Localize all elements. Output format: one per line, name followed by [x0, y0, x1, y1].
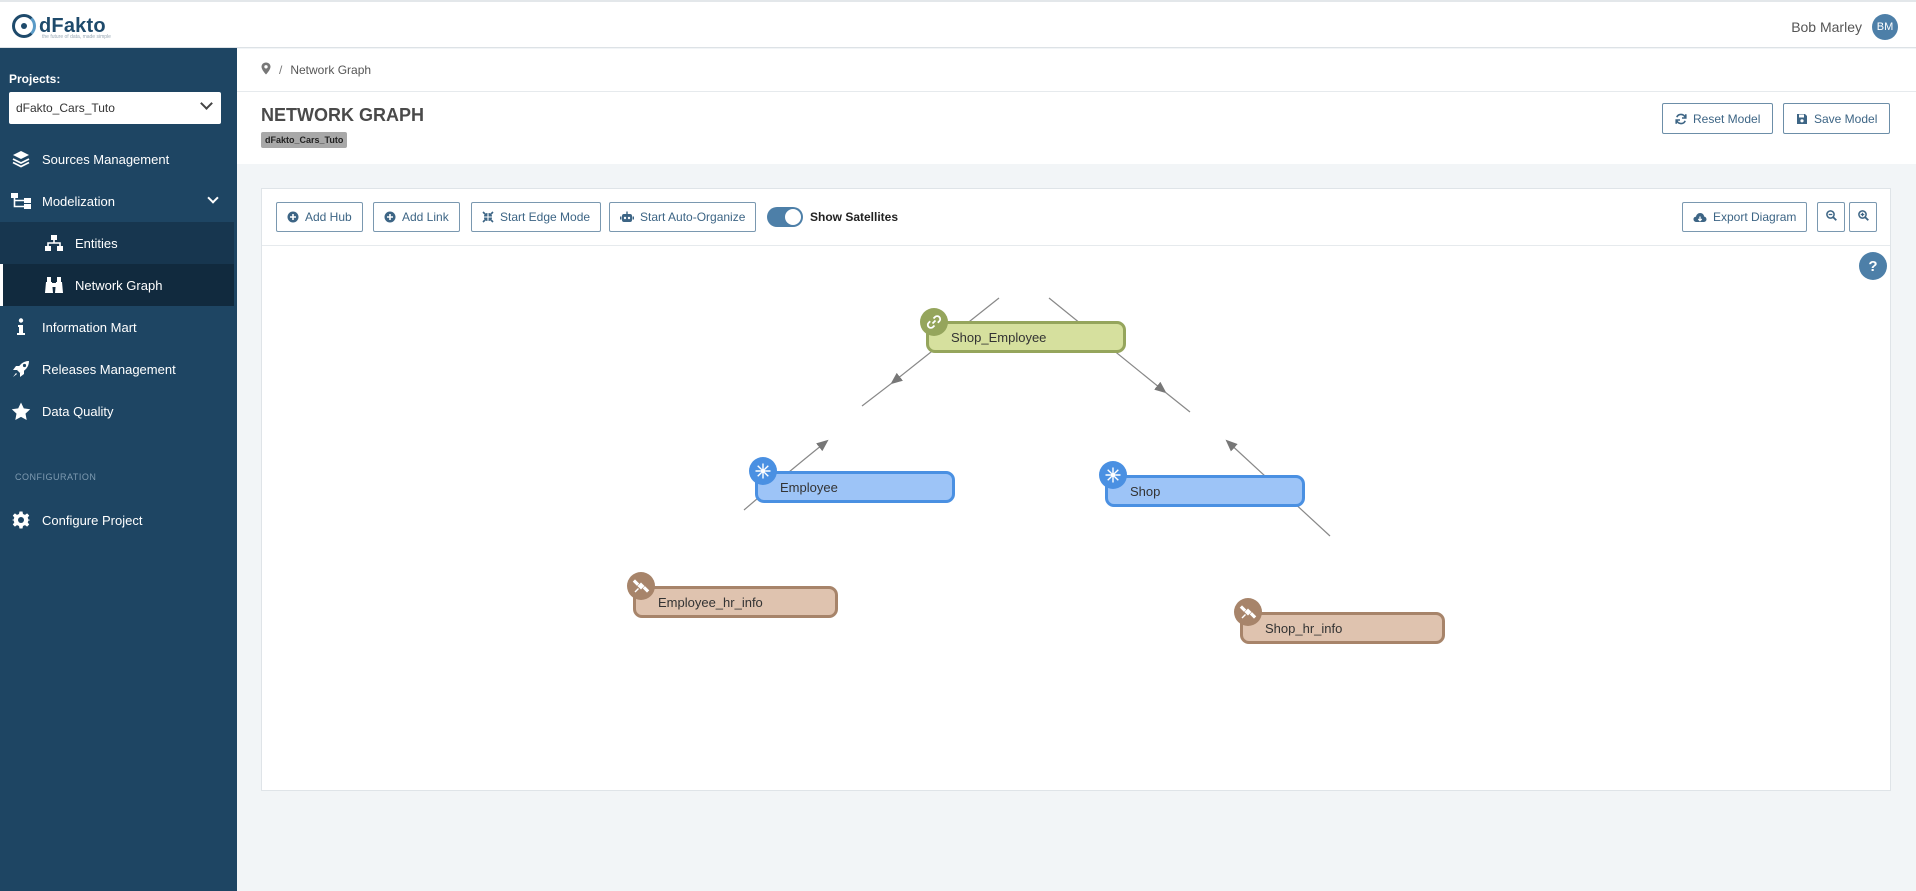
graph-node-employee-hr-info[interactable]: Employee_hr_info: [633, 586, 838, 618]
sidebar-item-label: Configure Project: [42, 512, 143, 528]
start-edge-mode-label: Start Edge Mode: [500, 210, 591, 224]
project-select-value: dFakto_Cars_Tuto: [16, 101, 115, 115]
edge-segment: [861, 382, 893, 407]
graph-toolbar: Add Hub Add Link Start Edge Mode Start A…: [262, 189, 1890, 246]
sidebar-item-sources-management[interactable]: Sources Management: [0, 138, 237, 180]
network-icon: [43, 232, 65, 254]
breadcrumb-separator: /: [279, 63, 283, 77]
zoom-out-icon: [1825, 210, 1837, 224]
zoom-in-button[interactable]: [1849, 202, 1877, 232]
save-model-button[interactable]: Save Model: [1783, 103, 1891, 134]
project-badge: dFakto_Cars_Tuto: [261, 132, 348, 148]
add-hub-label: Add Hub: [305, 210, 352, 224]
plus-circle-icon: [384, 211, 396, 223]
graph-node-shop-hr-info[interactable]: Shop_hr_info: [1240, 612, 1445, 644]
top-header: dFakto the future of data, made simple B…: [0, 0, 1916, 48]
chevron-down-icon: [200, 97, 213, 110]
logo-tagline: the future of data, made simple: [42, 34, 111, 40]
link-icon: [920, 308, 948, 336]
sidebar-item-label: Data Quality: [42, 403, 114, 419]
satellite-icon: [627, 572, 655, 600]
hub-icon: [1099, 461, 1127, 489]
node-label: Employee_hr_info: [658, 594, 763, 610]
page-title: NETWORK GRAPH: [261, 105, 424, 125]
sidebar-item-data-quality[interactable]: Data Quality: [0, 390, 237, 432]
hub-icon: [749, 457, 777, 485]
add-hub-button[interactable]: Add Hub: [276, 202, 363, 232]
sitemap-icon: [10, 190, 32, 212]
user-name: Bob Marley: [1791, 19, 1862, 35]
graph-node-shop-employee[interactable]: Shop_Employee: [926, 321, 1126, 353]
sidebar-item-releases-management[interactable]: Releases Management: [0, 348, 237, 390]
sidebar-item-label: Information Mart: [42, 319, 137, 335]
star-icon: [10, 400, 32, 422]
avatar[interactable]: BM: [1872, 14, 1898, 40]
help-button[interactable]: ?: [1859, 252, 1887, 280]
user-menu[interactable]: Bob Marley BM: [1791, 14, 1898, 40]
projects-label: Projects:: [9, 72, 61, 86]
toggle-knob: [785, 209, 801, 225]
chevron-down-icon: [207, 192, 219, 204]
save-model-label: Save Model: [1814, 111, 1878, 126]
sidebar-item-label: Network Graph: [75, 277, 163, 293]
reset-model-button[interactable]: Reset Model: [1662, 103, 1774, 134]
start-edge-mode-button[interactable]: Start Edge Mode: [471, 202, 602, 232]
rocket-icon: [10, 358, 32, 380]
graph-canvas[interactable]: Shop_Employee Employee Shop Employee_hr_…: [262, 246, 1890, 791]
start-auto-organize-button[interactable]: Start Auto-Organize: [609, 202, 757, 232]
save-icon: [1796, 113, 1808, 125]
node-label: Shop_hr_info: [1265, 620, 1343, 636]
network-graph-panel: Add Hub Add Link Start Edge Mode Start A…: [261, 188, 1891, 791]
zoom-in-icon: [1857, 210, 1869, 224]
compress-arrows-icon: [482, 211, 494, 223]
reset-model-label: Reset Model: [1693, 111, 1761, 126]
show-satellites-toggle[interactable]: [767, 207, 803, 227]
refresh-icon: [1675, 113, 1687, 125]
logo-icon: [12, 14, 36, 38]
project-select[interactable]: dFakto_Cars_Tuto: [9, 92, 221, 124]
configuration-section-label: CONFIGURATION: [15, 472, 97, 482]
export-diagram-label: Export Diagram: [1713, 210, 1797, 224]
sidebar-item-label: Sources Management: [42, 151, 170, 167]
satellite-icon: [1234, 598, 1262, 626]
binoculars-icon: [43, 274, 65, 296]
robot-icon: [620, 211, 634, 223]
sidebar-item-network-graph[interactable]: Network Graph: [0, 264, 234, 306]
node-label: Shop: [1130, 483, 1161, 499]
export-diagram-button[interactable]: Export Diagram: [1682, 202, 1808, 232]
graph-node-shop[interactable]: Shop: [1105, 475, 1305, 507]
show-satellites-label: Show Satellites: [810, 210, 899, 224]
zoom-out-button[interactable]: [1817, 202, 1845, 232]
sidebar-item-modelization[interactable]: Modelization: [0, 180, 237, 222]
breadcrumb: / Network Graph: [237, 49, 1916, 92]
start-auto-organize-label: Start Auto-Organize: [640, 210, 746, 224]
cloud-download-icon: [1693, 212, 1707, 223]
layers-icon: [10, 148, 32, 170]
sidebar-item-label: Entities: [75, 235, 118, 251]
plus-circle-icon: [287, 211, 299, 223]
graph-node-employee[interactable]: Employee: [755, 471, 955, 503]
add-link-label: Add Link: [402, 210, 449, 224]
edge-segment: [1164, 391, 1191, 413]
node-label: Shop_Employee: [951, 329, 1047, 345]
sidebar-item-entities[interactable]: Entities: [0, 222, 234, 264]
sidebar-item-information-mart[interactable]: Information Mart: [0, 306, 237, 348]
node-label: Employee: [780, 479, 838, 495]
breadcrumb-current: Network Graph: [290, 63, 372, 77]
info-icon: [10, 316, 32, 338]
gear-icon: [10, 509, 32, 531]
page-header: NETWORK GRAPH dFakto_Cars_Tuto Reset Mod…: [237, 92, 1916, 164]
map-marker-icon[interactable]: [261, 62, 271, 78]
sidebar-item-configure-project[interactable]: Configure Project: [0, 499, 237, 541]
sidebar-item-label: Modelization: [42, 193, 115, 209]
app-logo[interactable]: dFakto the future of data, made simple: [12, 10, 111, 42]
sidebar: Projects: dFakto_Cars_Tuto Sources Manag…: [0, 48, 237, 891]
add-link-button[interactable]: Add Link: [373, 202, 460, 232]
sidebar-item-label: Releases Management: [42, 361, 176, 377]
logo-text: dFakto: [39, 15, 106, 37]
